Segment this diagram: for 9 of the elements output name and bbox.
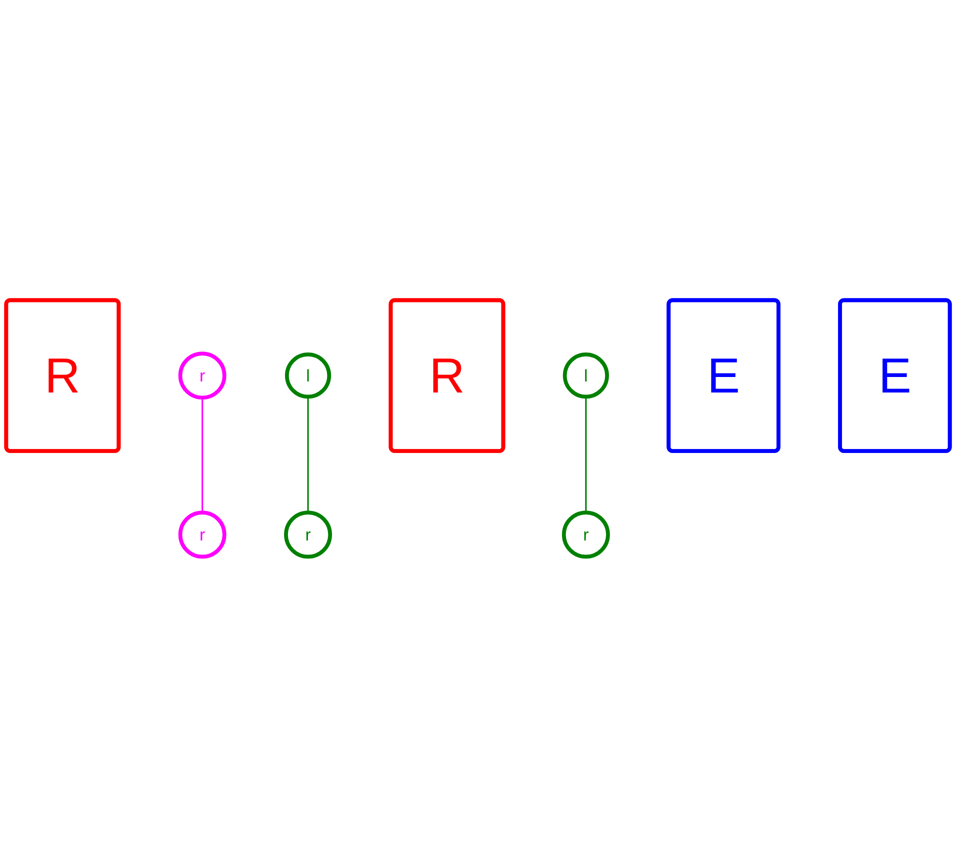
connector	[202, 397, 204, 512]
node-circle: l	[284, 352, 332, 398]
connector	[585, 396, 587, 512]
node-circle: r	[178, 351, 226, 400]
node-circle: r	[178, 510, 226, 558]
node-circle: r	[284, 510, 332, 558]
node-circle: r	[562, 510, 610, 558]
node-circle: l	[562, 352, 609, 398]
connector	[307, 396, 309, 512]
